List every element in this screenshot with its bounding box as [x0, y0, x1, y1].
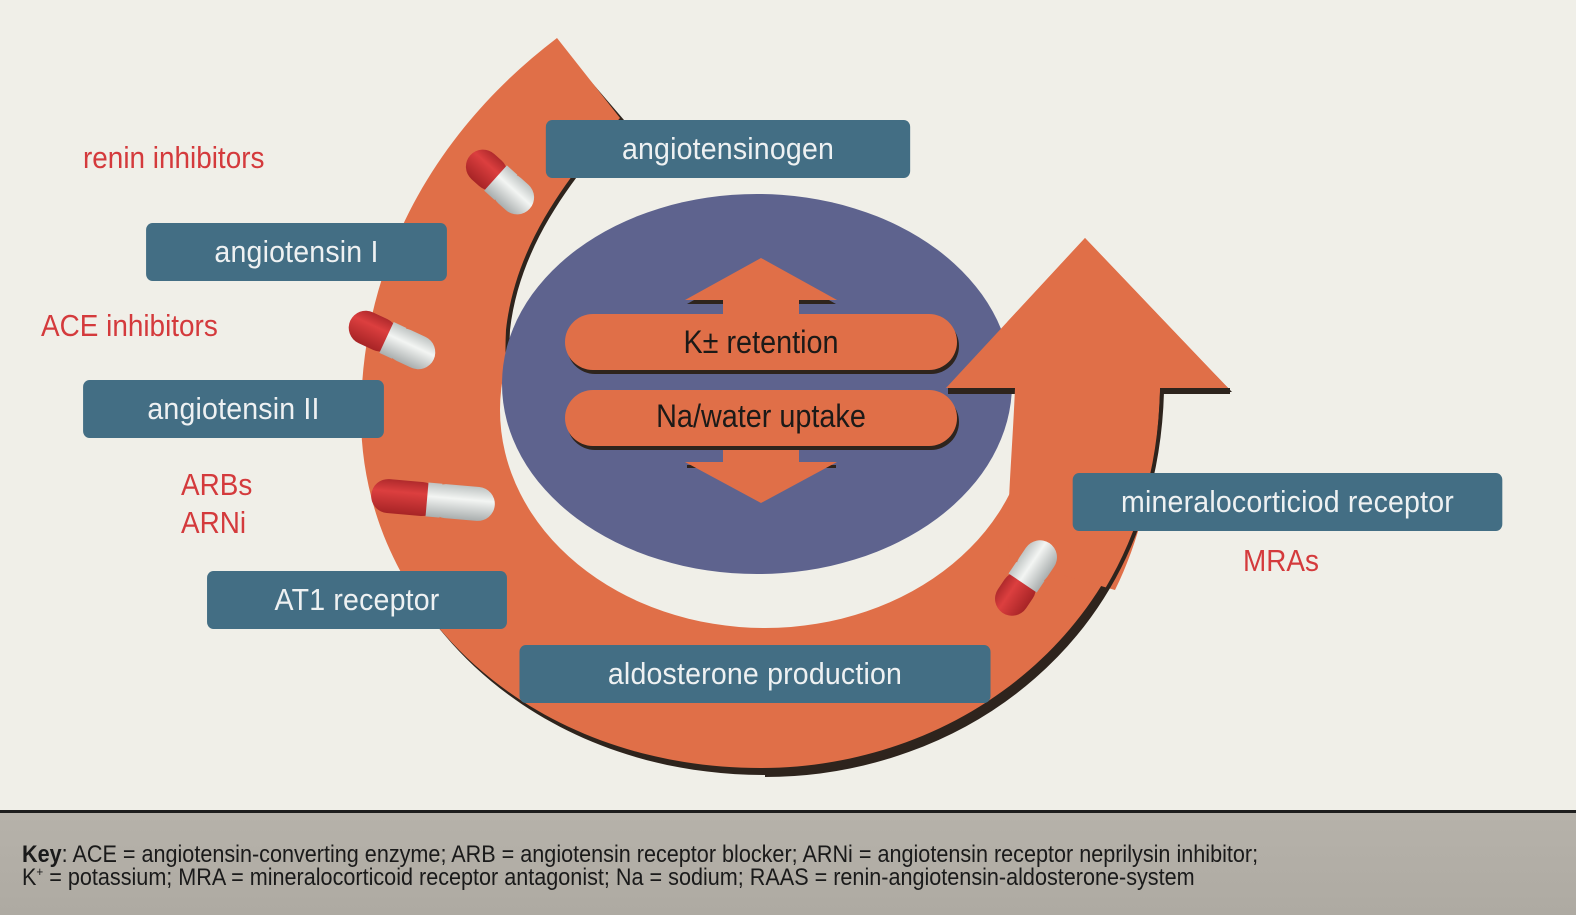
drug-label: renin inhibitors [83, 140, 265, 175]
step-label: angiotensinogen [621, 131, 835, 166]
key-k-sup: + [36, 864, 44, 879]
key-line-1-text: : ACE = angiotensin-converting enzyme; A… [61, 841, 1259, 868]
step-angiotensin-2: angiotensin II [83, 380, 384, 438]
step-aldosterone-production: aldosterone production [519, 645, 991, 703]
cycle-arrow-head-right [948, 388, 1230, 394]
double-arrow-icon [565, 258, 959, 503]
effect-pill-2 [565, 390, 957, 446]
key-k: K [22, 864, 37, 891]
key-line-1: Key: ACE = angiotensin-converting enzyme… [22, 841, 1259, 868]
effect-label: K± retention [683, 323, 839, 360]
step-label: angiotensin II [147, 391, 320, 426]
step-at1-receptor: AT1 receptor [207, 571, 507, 629]
center-ellipse [502, 194, 1012, 574]
step-mineralocorticoid-receptor: mineralocorticiod receptor [1072, 473, 1503, 531]
step-angiotensinogen: angiotensinogen [545, 120, 911, 178]
key-line-2-text: = potassium; MRA = mineralocorticoid rec… [43, 864, 1195, 891]
pill-icon [371, 479, 495, 521]
drug-arbs-arni: ARBs ARNi [181, 466, 252, 542]
key-label: Key [22, 841, 62, 868]
raas-cycle-diagram [348, 38, 1232, 777]
step-label: aldosterone production [607, 656, 903, 691]
key-footer: Key: ACE = angiotensin-converting enzyme… [0, 810, 1576, 915]
drug-label: ARNi [181, 505, 247, 540]
key-line-2: K+ = potassium; MRA = mineralocorticoid … [22, 864, 1258, 891]
pill-icon [995, 540, 1057, 616]
drug-label: ARBs [181, 467, 253, 502]
step-label: angiotensin I [214, 234, 379, 269]
effect-label: Na/water uptake [656, 397, 866, 434]
drug-mras: MRAs [1243, 542, 1319, 580]
drug-renin-inhibitors: renin inhibitors [83, 139, 264, 177]
pill-icon [465, 149, 535, 215]
cycle-arrow-head-right-fill [946, 238, 1228, 590]
effect-na-water-uptake: Na/water uptake [585, 390, 938, 442]
step-label: mineralocorticiod receptor [1121, 484, 1454, 519]
effect-pill-1 [565, 314, 957, 370]
step-angiotensin-1: angiotensin I [146, 223, 447, 281]
drug-label: ACE inhibitors [41, 308, 218, 343]
drug-ace-inhibitors: ACE inhibitors [41, 307, 218, 345]
drug-label: MRAs [1243, 543, 1319, 578]
effect-k-retention: K± retention [585, 314, 938, 370]
key-text: Key: ACE = angiotensin-converting enzyme… [22, 841, 1259, 891]
step-label: AT1 receptor [274, 582, 440, 617]
pill-icon [348, 310, 436, 370]
